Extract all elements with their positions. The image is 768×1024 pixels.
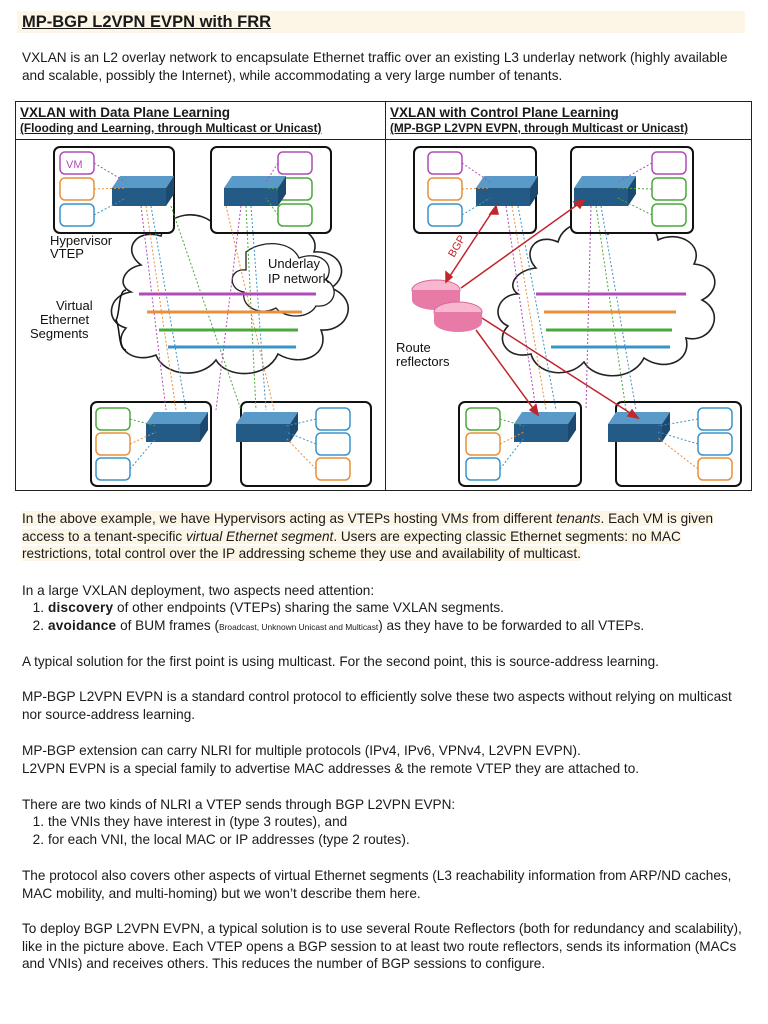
underlay-label-2: IP network (268, 271, 330, 286)
figure-left-subheading: (Flooding and Learning, through Multicas… (20, 121, 322, 135)
switch-icon (476, 176, 670, 442)
deploy-paragraph: To deploy BGP L2VPN EVPN, a typical solu… (22, 921, 742, 972)
route-label: Route (396, 340, 431, 355)
extension-paragraph-1: MP-BGP extension can carry NLRI for mult… (22, 743, 581, 758)
router-icon (411, 279, 483, 332)
page-title: MP-BGP L2VPN EVPN with FRR (17, 11, 745, 33)
intro-paragraph: VXLAN is an L2 overlay network to encaps… (22, 50, 728, 83)
control-plane-diagram: BGP Route reflectors (396, 146, 742, 487)
example-text: In the above example, we have Hypervisor… (22, 511, 714, 562)
underlay-label-1: Underlay (268, 256, 321, 271)
figure-right-subheading: (MP-BGP L2VPN EVPN, through Multicast or… (390, 121, 689, 135)
hypervisor-label: Hypervisor (50, 233, 113, 248)
other-aspects-paragraph: The protocol also covers other aspects o… (22, 868, 732, 901)
figure-right-heading: VXLAN with Control Plane Learning (390, 105, 619, 120)
vtep-label: VTEP (50, 246, 84, 261)
list-item: 2.avoidance of BUM frames (Broadcast, Un… (32, 617, 645, 633)
example-paragraph: In the above example, we have Hypervisor… (22, 510, 750, 563)
data-plane-diagram: VM (30, 146, 372, 487)
extension-paragraph-2: L2VPN EVPN is a special family to advert… (22, 761, 640, 776)
vxlan-figure: VXLAN with Data Plane Learning (Flooding… (15, 101, 752, 491)
nlri-kinds-list: 1.the VNIs they have interest in (type 3… (22, 813, 750, 848)
figure-left-heading: VXLAN with Data Plane Learning (20, 105, 231, 120)
vm-label: VM (66, 159, 83, 171)
mpbgp-paragraph: MP-BGP L2VPN EVPN is a standard control … (22, 689, 732, 722)
figure-left-header: VXLAN with Data Plane Learning (Flooding… (16, 102, 385, 140)
figure-left-panel: VXLAN with Data Plane Learning (Flooding… (16, 102, 386, 490)
aspects-intro: In a large VXLAN deployment, two aspects… (22, 583, 375, 598)
bgp-label: BGP (446, 233, 468, 259)
nlri-kinds-intro: There are two kinds of NLRI a VTEP sends… (22, 797, 456, 812)
figure-right-panel: VXLAN with Control Plane Learning (MP-BG… (386, 102, 751, 490)
ethernet-label: Ethernet (40, 312, 90, 327)
list-item: 1.the VNIs they have interest in (type 3… (32, 814, 348, 829)
list-item: 2.for each VNI, the local MAC or IP addr… (32, 831, 410, 847)
page-title-text: MP-BGP L2VPN EVPN with FRR (22, 13, 272, 31)
list-item: 1.discovery of other endpoints (VTEPs) s… (32, 600, 504, 615)
figure-right-header: VXLAN with Control Plane Learning (MP-BG… (386, 102, 751, 140)
segments-label: Segments (30, 326, 89, 341)
reflectors-label: reflectors (396, 354, 450, 369)
aspects-list: 1.discovery of other endpoints (VTEPs) s… (22, 599, 750, 636)
typical-paragraph: A typical solution for the first point i… (22, 654, 659, 669)
virtual-label: Virtual (56, 298, 93, 313)
